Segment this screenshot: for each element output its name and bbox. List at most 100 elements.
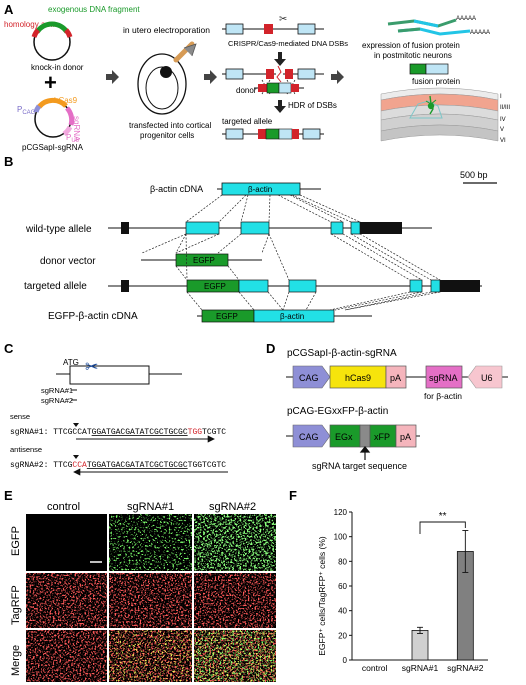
row-merge: Merge [10, 645, 22, 676]
img-sg2-tagrfp [194, 573, 276, 628]
hcas9-label: hCas9 [54, 96, 78, 105]
img-sg1-egfp [109, 514, 192, 571]
flow-arrow-2 [204, 70, 217, 84]
cag2-label: CAG [299, 432, 319, 442]
seq1-line: sgRNA#1: TTCGCCATGGATGACGATATCGCTGCGCTGG… [10, 428, 226, 437]
y-tick-label: 60 [338, 582, 347, 591]
plasmid-name-label: pCGSapI-sgRNA [22, 143, 84, 152]
panel-label-c: C [4, 341, 14, 356]
col-control: control [47, 501, 80, 513]
for-actin-label: for β-actin [424, 391, 462, 401]
sgrna-d-label: sgRNA [429, 373, 458, 383]
expression-line1: expression of fusion protein [362, 41, 460, 50]
layer-I: I [500, 94, 502, 100]
knock-in-donor-plasmid: exogenous DNA fragment homology arms kno… [4, 5, 140, 95]
significance-bracket [419, 521, 466, 534]
transfected-line1: transfected into cortical [129, 121, 211, 130]
embryo-head [160, 66, 172, 78]
sgrna-arc [65, 106, 75, 126]
scissors-icon: ✂ [279, 14, 287, 25]
pcag-label: PCAG [17, 105, 36, 116]
wild-type-label: wild-type allele [25, 224, 92, 235]
sense-label: sense [10, 412, 30, 421]
expression-illustration: AAAAA AAAAA expression of fusion protein… [362, 16, 510, 144]
layer-VI: VI [500, 138, 506, 144]
img-sg1-merge [109, 630, 192, 682]
scale-bar-label: 500 bp [460, 170, 488, 180]
electrode [183, 43, 197, 57]
layer-IV: IV [500, 117, 506, 123]
pu6-label: PU6 [66, 133, 80, 144]
targeted-allele-label-a: targeted allele [222, 117, 273, 126]
y-tick-label: 120 [334, 508, 348, 517]
y-tick-label: 80 [338, 557, 347, 566]
fusion-cdna-label: EGFP-β-actin cDNA [48, 311, 138, 322]
fusion-egfp-label: EGFP [216, 312, 238, 321]
flow-arrow-3 [331, 70, 344, 84]
panel-label-f: F [289, 488, 297, 503]
panel-d: D pCGSapI-β-actin-sgRNA CAG hCas9 pA sgR… [266, 341, 508, 471]
hdr-label: HDR of DSBs [288, 101, 337, 110]
exogenous-fragment-label: exogenous DNA fragment [48, 5, 140, 14]
sg1-label: sgRNA#1 [41, 386, 73, 395]
u6-label: U6 [481, 373, 493, 383]
x-tick-label: control [362, 663, 388, 673]
expression-line2: in postmitotic neurons [374, 51, 452, 60]
hcas9-arc [37, 97, 68, 109]
layer-V: V [500, 127, 504, 133]
donor-vector-label: donor vector [40, 256, 96, 267]
transfected-line2: progenitor cells [140, 131, 194, 140]
cdna-box [221, 182, 301, 196]
xfp-label: xFP [374, 432, 390, 442]
pa2-label: pA [400, 432, 411, 442]
left-arm-arc [31, 28, 40, 38]
panel-f: F EGFP⁺ cells/TagRFP⁺ cells (%) 02040608… [289, 488, 488, 673]
panel-label-a: A [4, 2, 14, 17]
img-control-tagrfp [26, 573, 107, 628]
fusion-actin-box [425, 63, 449, 75]
down-arrow-1 [274, 52, 286, 66]
pa-label: pA [390, 373, 401, 383]
panel-label-d: D [266, 341, 275, 356]
polya-bottom: AAAAA [470, 30, 490, 36]
x-tick-label: sgRNA#2 [447, 663, 484, 673]
panel-e: E control sgRNA#1 sgRNA#2 EGFP TagRFP Me… [4, 488, 276, 682]
polya-top: AAAAA [456, 16, 476, 22]
homology-arms-label: homology arms [4, 20, 59, 29]
electroporation-label: in utero electroporation [123, 25, 210, 35]
panel-c: C ATG ✂ sgRNA#1 sgRNA#2 sense sgRNA#1: T… [4, 341, 228, 476]
embryo-outline [145, 66, 179, 110]
targeted-allele-label-b: targeted allele [24, 281, 87, 292]
row-tagrfp: TagRFP [10, 585, 22, 625]
u6-arc [62, 125, 73, 137]
x-tick-label: sgRNA#1 [402, 663, 439, 673]
seq2-line: sgRNA#2: TTCGCCATGGATGACGATATCGCTGCGCTGG… [10, 461, 226, 470]
cdna-label: β-actin cDNA [150, 184, 203, 194]
panel-a: A exogenous DNA fragment homology arms k… [4, 2, 510, 152]
img-sg2-egfp [194, 514, 276, 571]
scissors-icon-c: ✂ [85, 359, 98, 376]
fusion-egfp-box [409, 63, 427, 75]
crispr-dsb-label: CRISPR/Cas9-mediated DNA DSBs [228, 39, 348, 48]
y-tick-label: 20 [338, 631, 347, 640]
significance-label: ** [439, 511, 447, 522]
sg2-label: sgRNA#2 [41, 396, 73, 405]
fusion-protein-label: fusion protein [412, 77, 460, 86]
col-sgrna2: sgRNA#2 [209, 501, 256, 513]
panel-label-e: E [4, 488, 13, 503]
antisense-label: antisense [10, 445, 42, 454]
target-arrow [359, 446, 371, 460]
hcas9-d-label: hCas9 [345, 373, 371, 383]
egx-label: EGx [335, 432, 353, 442]
plasmid2-title: pCAG-EGxxFP-β-actin [287, 406, 388, 417]
atg-label: ATG [63, 358, 79, 367]
electroporation-illustration: in utero electroporation transfected int… [123, 25, 211, 140]
img-control-merge [26, 630, 107, 682]
col-sgrna1: sgRNA#1 [127, 501, 174, 513]
donor-egfp-box [175, 253, 229, 267]
targeted-egfp-label: EGFP [204, 282, 226, 291]
sgrna-plasmid: hCas9 PCAG sgRNA PU6 pCGSapI-sgRNA [17, 96, 84, 152]
flow-arrow-1 [106, 70, 119, 84]
panel-label-b: B [4, 154, 13, 169]
y-tick-label: 100 [334, 533, 348, 542]
